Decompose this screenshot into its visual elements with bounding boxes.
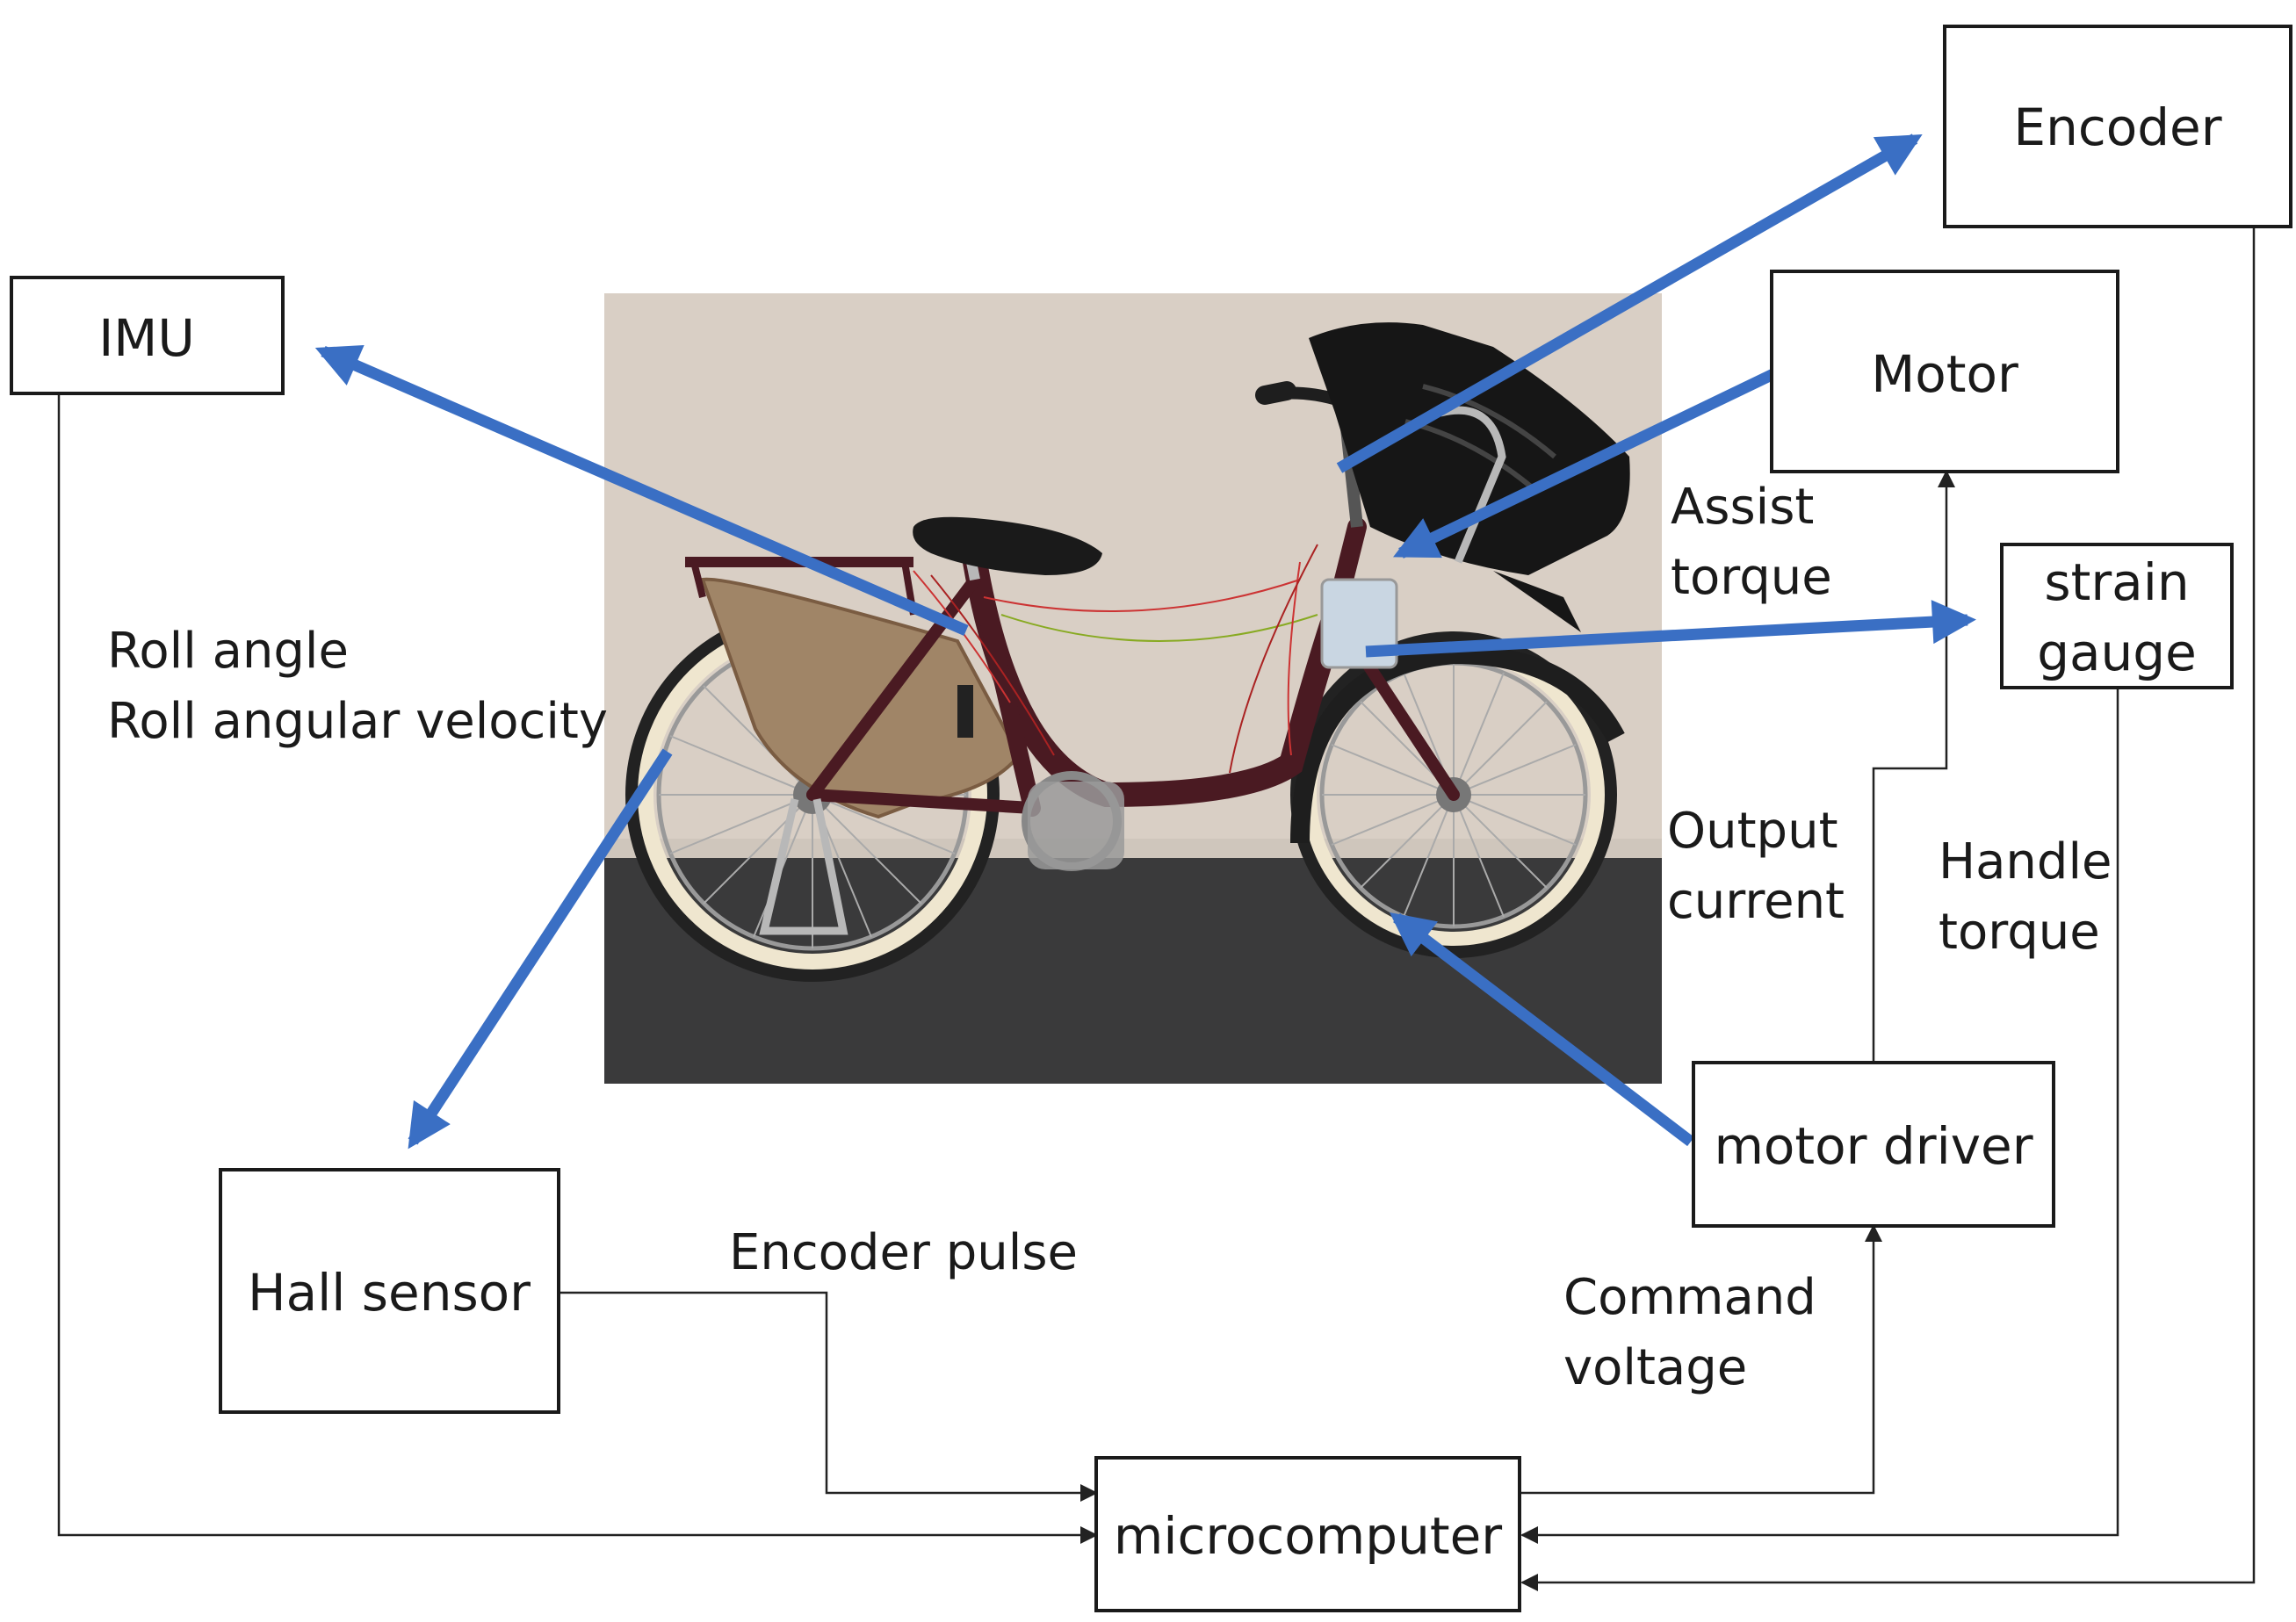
block-motor-driver: motor driver xyxy=(1692,1061,2055,1228)
wire-strain-micro xyxy=(1520,688,2119,1544)
bicycle-photo xyxy=(604,293,1662,1084)
saddle xyxy=(913,516,1102,575)
wire-encoder-micro xyxy=(1520,227,2256,1591)
pointer-hall-sensor xyxy=(408,748,673,1150)
block-strain-gauge: strain gauge xyxy=(2000,543,2234,689)
wire-hall-micro xyxy=(559,1291,1098,1502)
block-microcomputer: microcomputer xyxy=(1094,1456,1521,1612)
roll-angle-label: Roll angle xyxy=(107,623,349,680)
command-voltage-label-line2: voltage xyxy=(1563,1339,1747,1396)
motor-label: Motor xyxy=(1871,344,2018,404)
component-pointers xyxy=(314,133,1976,1150)
pointer-encoder xyxy=(1336,133,1923,473)
battery-connector xyxy=(957,685,973,738)
block-motor: Motor xyxy=(1770,270,2119,473)
output-current-label-line2: current xyxy=(1667,873,1845,930)
imu-label: IMU xyxy=(98,308,195,368)
pointer-strain-gauge xyxy=(1365,600,1976,658)
front-fender xyxy=(1290,644,1625,844)
encoder-pulse-label: Encoder pulse xyxy=(729,1224,1078,1281)
block-imu: IMU xyxy=(10,276,285,395)
block-hall-sensor: Hall sensor xyxy=(219,1168,560,1414)
encoder-label: Encoder xyxy=(2013,97,2221,157)
strain-gauge-label-line2: gauge xyxy=(2037,623,2197,682)
command-voltage-label-line1: Command xyxy=(1563,1269,1816,1326)
handle-torque-label-line1: Handle xyxy=(1939,833,2112,890)
assist-torque-label-line1: Assist xyxy=(1671,479,1814,536)
drive-unit xyxy=(1028,782,1124,869)
sensor-wires xyxy=(913,544,1318,774)
roll-angular-velocity-label: Roll angular velocity xyxy=(107,693,608,750)
bike-frame xyxy=(806,517,1460,817)
wire-micro-driver xyxy=(1520,1224,1882,1495)
strain-gauge-label-line1: strain xyxy=(2044,552,2189,612)
handle-torque-label-line2: torque xyxy=(1939,904,2100,961)
output-current-label-line1: Output xyxy=(1667,803,1838,860)
block-encoder: Encoder xyxy=(1943,25,2292,228)
wire-driver-motor xyxy=(1872,470,1955,1063)
hall-sensor-label: Hall sensor xyxy=(248,1263,531,1323)
microcomputer-label: microcomputer xyxy=(1114,1506,1502,1566)
pointer-imu xyxy=(314,345,969,636)
wire-imu-micro xyxy=(57,393,1098,1544)
assist-torque-label-line2: torque xyxy=(1671,549,1832,606)
signal-wires xyxy=(57,227,2256,1591)
photo-baseboard xyxy=(604,839,1662,858)
motor-driver-label: motor driver xyxy=(1714,1116,2032,1176)
kickstand xyxy=(759,797,848,935)
pointer-motor-driver xyxy=(1390,912,1694,1147)
pointer-motor xyxy=(1392,367,1780,559)
front-child-seat xyxy=(1309,322,1630,575)
rear-skirt-guard xyxy=(700,577,1022,819)
